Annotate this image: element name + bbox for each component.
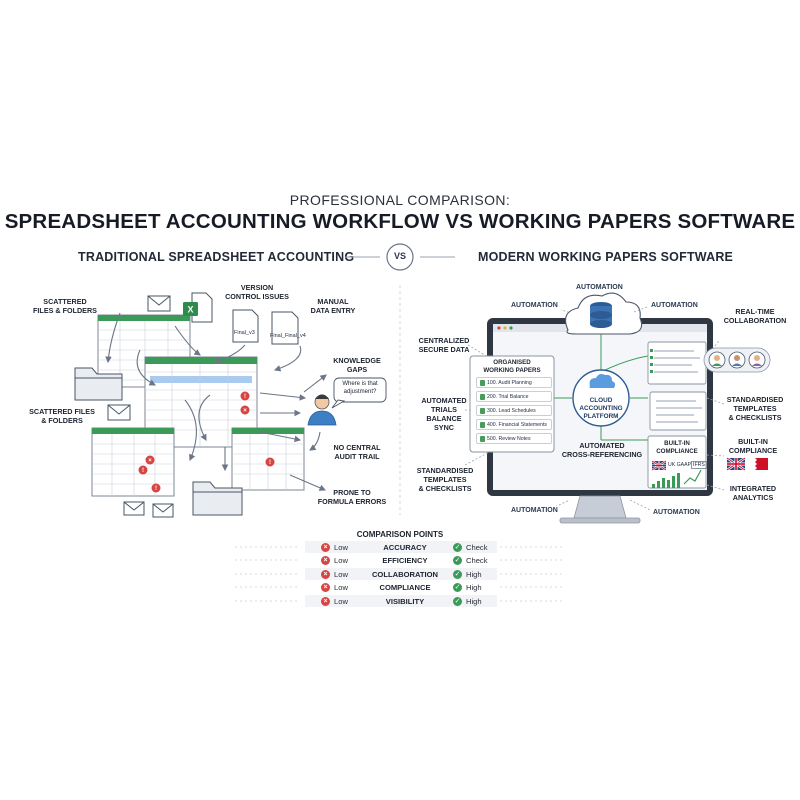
svg-text:×: ×: [243, 408, 247, 414]
label-realtime-collaboration: REAL-TIME COLLABORATION: [723, 307, 787, 325]
envelope-icon: [107, 295, 174, 518]
check-icon: ✓: [453, 582, 462, 592]
bahrain-flag-icon: [750, 458, 768, 470]
tag-ifrs: IFRS: [691, 461, 707, 469]
compliance-panel-title: BUILT-IN COMPLIANCE: [656, 440, 698, 455]
collaboration-avatars: [703, 347, 771, 373]
cross-icon: ×: [321, 542, 330, 552]
document-icon: [232, 309, 299, 345]
person-icon: [307, 394, 337, 426]
automation-badge: AUTOMATION: [508, 506, 561, 515]
excel-file-icon: X: [183, 292, 213, 323]
automation-badge: AUTOMATION: [573, 283, 626, 292]
left-section-title: TRADITIONAL SPREADSHEET ACCOUNTING: [78, 250, 355, 264]
cloud-platform: [572, 369, 630, 427]
label-centralized-data: CENTRALIZED SECURE DATA: [418, 336, 470, 354]
speech-bubble: [333, 377, 387, 403]
automation-badge: AUTOMATION: [650, 508, 703, 517]
check-icon: ✓: [453, 555, 462, 565]
tag-uk-gaap: UK GAAP: [668, 462, 692, 468]
uk-flag-icon: [726, 457, 746, 471]
cross-icon: ×: [321, 569, 330, 579]
svg-text:!: !: [155, 486, 157, 492]
comparison-row: × Low COMPLIANCE ✓ High: [305, 581, 497, 593]
label-formula-errors: PRONE TO FORMULA ERRORS: [317, 488, 387, 506]
comparison-row: × Low COLLABORATION ✓ High: [305, 568, 497, 580]
automation-badge: AUTOMATION: [508, 301, 561, 310]
working-paper-item[interactable]: 200. Trial Balance: [476, 391, 552, 402]
label-manual-data-entry: MANUAL DATA ENTRY: [310, 297, 356, 315]
cloud-platform-label: CLOUD ACCOUNTING PLATFORM: [579, 397, 623, 420]
right-section-title: MODERN WORKING PAPERS SOFTWARE: [478, 250, 734, 264]
cross-icon: ×: [321, 596, 330, 606]
vs-divider: [345, 243, 455, 271]
label-compliance-right: BUILT-IN COMPLIANCE: [728, 437, 778, 455]
label-cross-referencing: AUTOMATED CROSS-REFERENCING: [561, 441, 643, 459]
file-name-v4: Final_Final_v4: [270, 333, 306, 339]
label-no-audit-trail: NO CENTRAL AUDIT TRAIL: [333, 443, 381, 461]
label-templates-right: STANDARDISED TEMPLATES & CHECKLISTS: [726, 395, 784, 422]
spreadsheet-cluster: ! × ×! !!: [91, 314, 305, 497]
file-name-v3: Final_v3: [234, 330, 255, 336]
label-integrated-analytics: INTEGRATED ANALYTICS: [729, 484, 777, 502]
svg-text:!: !: [142, 468, 144, 474]
check-icon: ✓: [453, 596, 462, 606]
svg-text:×: ×: [148, 458, 152, 464]
working-paper-item[interactable]: 400. Financial Statements: [476, 419, 552, 430]
speech-bubble-text: Where is that adjustment?: [342, 381, 378, 395]
comparison-row: × Low EFFICIENCY ✓ Check: [305, 554, 497, 566]
svg-text:X: X: [187, 305, 193, 315]
check-icon: ✓: [453, 542, 462, 552]
comparison-row: × Low VISIBILITY ✓ High: [305, 595, 497, 607]
svg-text:!: !: [244, 394, 246, 400]
analytics-chart: [652, 469, 702, 488]
uk-flag-icon: [651, 460, 667, 471]
cross-icon: ×: [321, 582, 330, 592]
cloud-database-icon: [565, 292, 643, 335]
label-scattered-files-top: SCATTERED FILES & FOLDERS: [33, 297, 97, 315]
header-subtitle: PROFESSIONAL COMPARISON:: [289, 192, 511, 208]
working-paper-item[interactable]: 100. Audit Planning: [476, 377, 552, 388]
label-templates-left: STANDARDISED TEMPLATES & CHECKLISTS: [416, 466, 474, 493]
check-icon: ✓: [453, 569, 462, 579]
svg-text:!: !: [269, 460, 271, 466]
label-knowledge-gaps: KNOWLEDGE GAPS: [333, 356, 381, 374]
vs-label: VS: [393, 251, 406, 261]
label-automated-trials: AUTOMATED TRIALS BALANCE SYNC: [421, 396, 467, 432]
comparison-row: × Low ACCURACY ✓ Check: [305, 541, 497, 553]
folder-icon: [74, 367, 243, 516]
comparison-title: COMPARISON POINTS: [356, 530, 444, 539]
label-scattered-files-bottom: SCATTERED FILES & FOLDERS: [29, 407, 95, 425]
working-papers-title: ORGANISED WORKING PAPERS: [483, 359, 541, 374]
cross-icon: ×: [321, 555, 330, 565]
label-version-control: VERSION CONTROL ISSUES: [225, 283, 289, 301]
automation-badge: AUTOMATION: [648, 301, 701, 310]
working-paper-item[interactable]: 500. Review Notes: [476, 433, 552, 444]
working-paper-item[interactable]: 300. Lead Schedules: [476, 405, 552, 416]
header-title: SPREADSHEET ACCOUNTING WORKFLOW VS WORKI…: [4, 210, 796, 233]
